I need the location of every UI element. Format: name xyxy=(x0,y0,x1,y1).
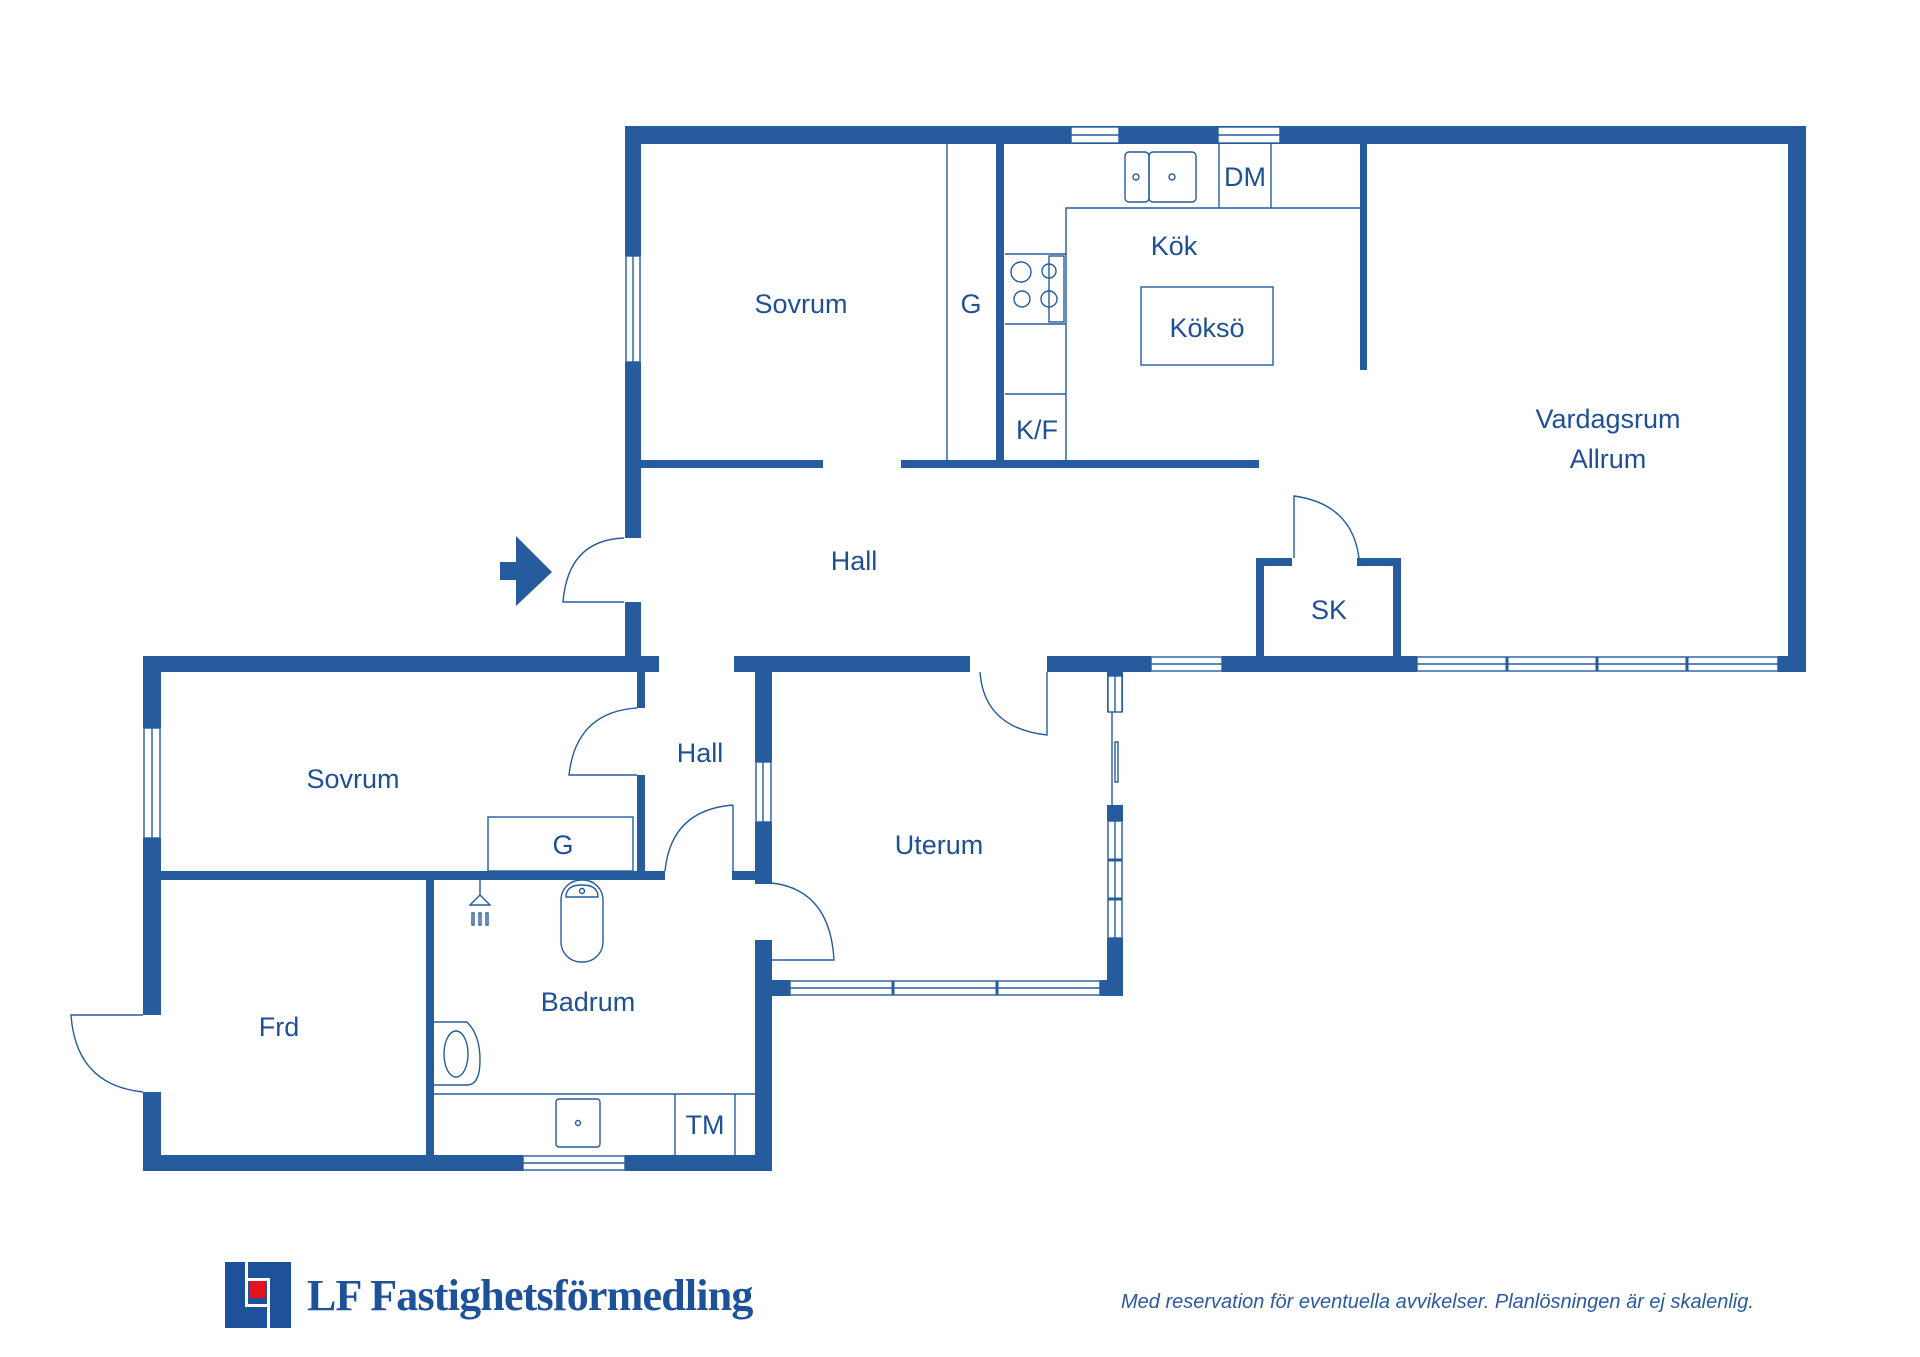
room-label-badrum: Badrum xyxy=(541,987,636,1017)
room-label-vardagsrum: Vardagsrum xyxy=(1535,404,1680,434)
room-label-g-top: G xyxy=(960,289,981,319)
lf-logo-icon xyxy=(225,1262,291,1328)
room-label-frd: Frd xyxy=(259,1012,300,1042)
brand-logo: LF Fastighetsförmedling xyxy=(225,1262,753,1328)
windows-lower xyxy=(143,727,772,1171)
uterum-windows xyxy=(789,675,1123,996)
disclaimer-text: Med reservation för eventuella avvikelse… xyxy=(1121,1291,1754,1313)
room-label-allrum: Allrum xyxy=(1570,444,1647,474)
bathroom-fittings xyxy=(434,879,755,1155)
room-label-sovrum-bottom: Sovrum xyxy=(306,764,399,794)
room-label-tm: TM xyxy=(686,1110,725,1140)
room-label-sk: SK xyxy=(1311,595,1347,625)
room-label-kokso: Köksö xyxy=(1169,313,1244,343)
room-label-hall-small: Hall xyxy=(677,738,724,768)
interior-walls-top xyxy=(641,144,1401,656)
sk-door[interactable] xyxy=(1293,495,1360,559)
room-label-hall-main: Hall xyxy=(831,546,878,576)
room-label-sovrum-top: Sovrum xyxy=(754,289,847,319)
sovrum-door[interactable] xyxy=(568,707,638,776)
room-label-g-bottom: G xyxy=(552,830,573,860)
outer-walls-top xyxy=(625,126,1806,672)
outer-walls-lower xyxy=(143,656,772,1171)
windows-top xyxy=(625,126,1779,672)
badrum-door[interactable] xyxy=(664,804,734,872)
room-label-kf: K/F xyxy=(1016,415,1058,445)
room-label-kok: Kök xyxy=(1151,231,1198,261)
uterum-door-top[interactable] xyxy=(979,671,1048,736)
frd-door[interactable] xyxy=(70,1014,144,1093)
room-label-dm: DM xyxy=(1224,162,1266,192)
kitchen-fittings xyxy=(1005,144,1360,460)
wardrobe-lower xyxy=(487,816,634,872)
brand-name: LF Fastighetsförmedling xyxy=(307,1270,753,1320)
room-label-uterum: Uterum xyxy=(895,830,984,860)
uterum-door-left[interactable] xyxy=(771,882,835,961)
entrance-door[interactable] xyxy=(562,537,625,603)
entrance-arrow-icon xyxy=(500,536,552,606)
